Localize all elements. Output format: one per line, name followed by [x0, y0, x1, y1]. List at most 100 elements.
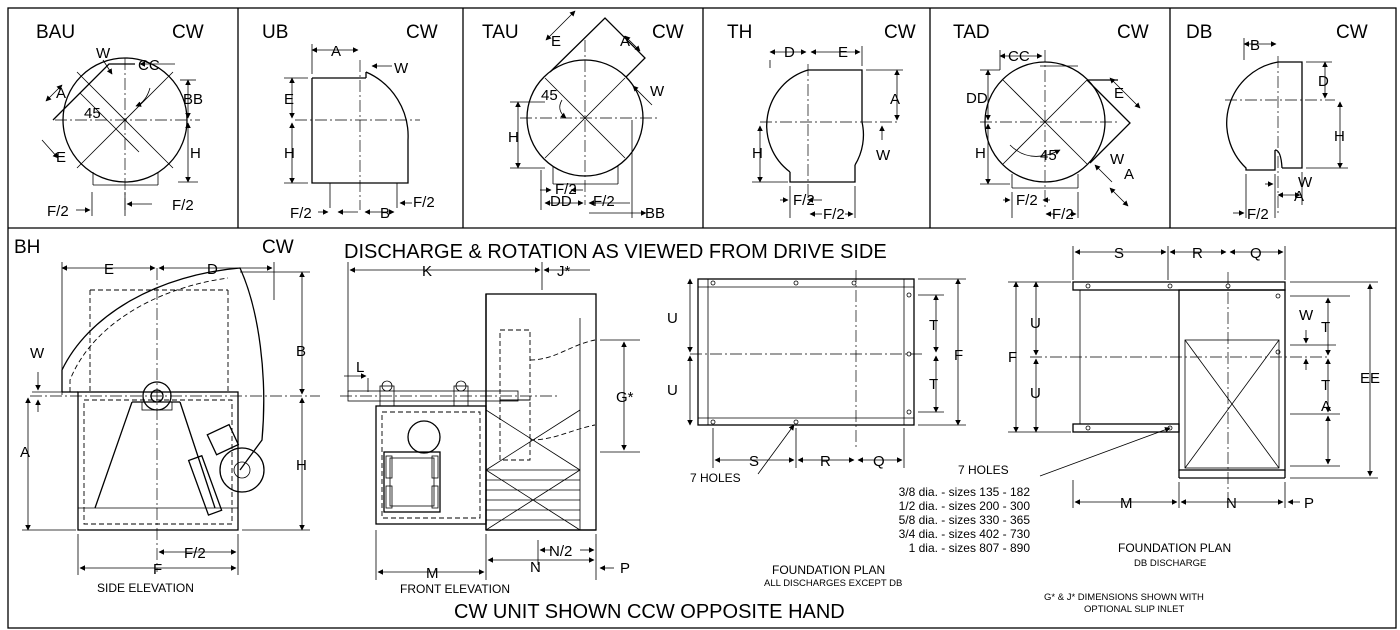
tau-dim-f2-left: F/2	[555, 181, 577, 198]
front-dim-m: M	[426, 565, 439, 582]
fp-dim-u-bottom: U	[667, 382, 678, 399]
hole-size-1: 3/8 dia. - sizes 135 - 182	[899, 485, 1031, 499]
db-fp-dim-q: Q	[1250, 245, 1262, 262]
headline: DISCHARGE & ROTATION AS VIEWED FROM DRIV…	[344, 241, 887, 263]
bau-dim-f2-right: F/2	[172, 197, 194, 214]
foundation-plan-db: S R Q U U F W T T EE A M N P FOUNDATION …	[1008, 245, 1380, 569]
ub-dim-a: A	[331, 43, 341, 60]
optional-note-line-2: OPTIONAL SLIP INLET	[1084, 604, 1185, 615]
tau-dim-45: 45	[541, 87, 558, 104]
db-code: DB	[1186, 22, 1212, 43]
fp-dim-q: Q	[873, 453, 885, 470]
tad-dim-f2-left: F/2	[1016, 192, 1038, 209]
box-db: DB CW B D H W A F/2	[1186, 22, 1368, 223]
db-dim-b: B	[1250, 37, 1260, 54]
tau-dim-h: H	[508, 129, 519, 146]
db-dim-a: A	[1294, 188, 1304, 205]
ub-dim-w: W	[394, 60, 409, 77]
db-fp-dim-u-bottom: U	[1030, 385, 1041, 402]
ub-code: UB	[262, 22, 288, 43]
side-dim-e: E	[104, 261, 114, 278]
db-rotation: CW	[1336, 22, 1368, 43]
bau-dim-45: 45	[84, 105, 101, 122]
fp-caption: FOUNDATION PLAN	[772, 563, 885, 577]
bau-dim-e: E	[56, 149, 66, 166]
th-dim-w: W	[876, 147, 891, 164]
side-dim-w: W	[30, 345, 45, 362]
db-dim-h: H	[1334, 128, 1345, 145]
sheet-frame	[7, 7, 1397, 629]
th-dim-f2-left: F/2	[793, 192, 815, 209]
box-ub: UB CW A W E H F/2 B F/2	[262, 22, 438, 222]
db-dim-f2: F/2	[1247, 206, 1269, 223]
bau-rotation: CW	[172, 22, 204, 43]
ub-dim-f2-left: F/2	[290, 205, 312, 222]
side-elevation: E D B W A H F F/2 SIDE ELEVATION	[20, 261, 320, 595]
ub-dim-b: B	[380, 205, 390, 222]
tad-dim-w: W	[1110, 151, 1125, 168]
th-rotation: CW	[884, 22, 916, 43]
bau-dim-f2-left: F/2	[47, 203, 69, 220]
db-fp-dim-n: N	[1226, 495, 1237, 512]
fp-dim-t-bottom: T	[929, 376, 938, 393]
hole-size-5: 1 dia. - sizes 807 - 890	[909, 541, 1031, 555]
box-th: TH CW D E A H W F/2 F/2	[727, 22, 916, 223]
tad-dim-h: H	[975, 145, 986, 162]
db-fp-dim-w: W	[1299, 307, 1314, 324]
db-dim-w: W	[1298, 174, 1313, 191]
db-dim-d: D	[1318, 73, 1329, 90]
db-fp-caption: FOUNDATION PLAN	[1118, 541, 1231, 555]
tad-dim-a: A	[1124, 166, 1134, 183]
ub-dim-h: H	[284, 145, 295, 162]
fp-dim-t-top: T	[929, 317, 938, 334]
db-fp-dim-u-top: U	[1030, 315, 1041, 332]
db-holes-label: 7 HOLES	[958, 463, 1009, 477]
front-caption: FRONT ELEVATION	[400, 582, 510, 596]
db-fp-dim-t-top: T	[1321, 319, 1330, 336]
tau-dim-f2-right: F/2	[593, 193, 615, 210]
side-dim-f2: F/2	[184, 545, 206, 562]
th-dim-h: H	[752, 145, 763, 162]
th-dim-f2-right: F/2	[823, 206, 845, 223]
th-code: TH	[727, 22, 752, 43]
fp-dim-f: F	[954, 347, 963, 364]
fp-dim-u-top: U	[667, 310, 678, 327]
optional-note-line-1: G* & J* DIMENSIONS SHOWN WITH	[1044, 592, 1204, 603]
fp-subcaption: ALL DISCHARGES EXCEPT DB	[764, 578, 902, 589]
tau-dim-bb: BB	[645, 205, 665, 222]
ub-dim-e: E	[284, 91, 294, 108]
bau-code: BAU	[36, 22, 75, 43]
bh-code: BH	[14, 237, 40, 258]
bau-dim-cc: CC	[138, 57, 160, 74]
front-elevation: K J* L G* M N N/2 P FRONT ELEVATION	[340, 262, 640, 596]
tad-dim-e: E	[1114, 85, 1124, 102]
tau-dim-e: E	[551, 33, 561, 50]
tau-dim-dd: DD	[550, 193, 572, 210]
db-fp-dim-p: P	[1304, 495, 1314, 512]
side-caption: SIDE ELEVATION	[97, 581, 194, 595]
hole-size-3: 5/8 dia. - sizes 330 - 365	[899, 513, 1031, 527]
foundation-plan-standard: U U T T F S R Q 7 HOLES FOUNDATION PLAN …	[667, 270, 966, 589]
tad-dim-dd: DD	[966, 90, 988, 107]
fp-dim-r: R	[820, 453, 831, 470]
fp-holes-label: 7 HOLES	[690, 471, 741, 485]
db-fp-dim-t-bottom: T	[1321, 377, 1330, 394]
ub-rotation: CW	[406, 22, 438, 43]
tau-dim-w: W	[650, 83, 665, 100]
footer-note: CW UNIT SHOWN CCW OPPOSITE HAND	[454, 601, 845, 623]
hole-sizes-note: 7 HOLES 3/8 dia. - sizes 135 - 182 1/2 d…	[899, 463, 1031, 555]
box-bau: BAU CW W CC A BB 45 H E F/2 F/2	[36, 22, 204, 220]
ub-dim-f2-right: F/2	[413, 194, 435, 211]
hole-size-4: 3/4 dia. - sizes 402 - 730	[899, 527, 1031, 541]
side-dim-a: A	[20, 444, 30, 461]
front-dim-p: P	[620, 560, 630, 577]
side-dim-h: H	[296, 457, 307, 474]
th-dim-d: D	[784, 44, 795, 61]
db-fp-dim-m: M	[1120, 495, 1133, 512]
tau-dim-a: A	[620, 33, 630, 50]
hole-size-2: 1/2 dia. - sizes 200 - 300	[899, 499, 1031, 513]
th-dim-e: E	[838, 44, 848, 61]
bh-rotation: CW	[262, 237, 294, 258]
bau-dim-w: W	[96, 45, 111, 62]
